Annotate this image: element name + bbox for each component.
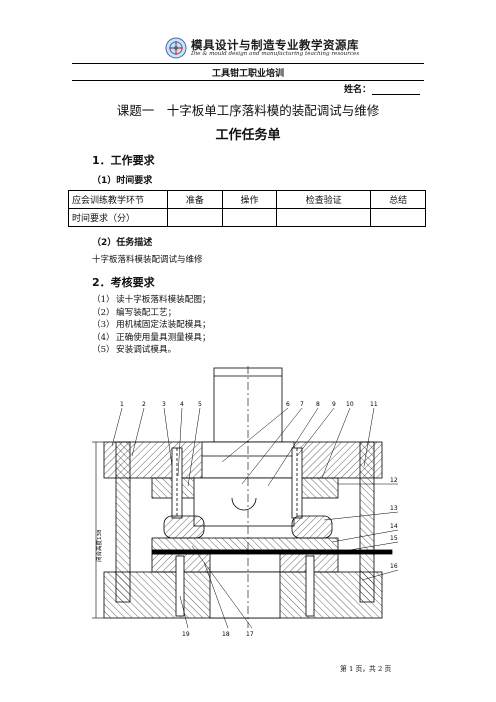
list-item: （4）正确使用量具测量模具； bbox=[92, 332, 211, 343]
callout-label: 11 bbox=[370, 401, 378, 408]
subheading-task-description: （2）任务描述 bbox=[92, 238, 153, 248]
callout-label: 8 bbox=[316, 401, 320, 408]
callout-label: 2 bbox=[142, 401, 146, 408]
callout-label: 15 bbox=[390, 535, 398, 542]
table-cell: 检查验证 bbox=[276, 190, 372, 209]
name-field-underline[interactable] bbox=[372, 94, 420, 95]
list-item: （2）编写装配工艺； bbox=[92, 307, 177, 318]
table-cell: 准备 bbox=[167, 190, 223, 209]
callout-label: 9 bbox=[332, 401, 336, 408]
callout-label: 12 bbox=[390, 477, 398, 484]
callout-label: 17 bbox=[246, 631, 254, 638]
callout-label: 3 bbox=[162, 401, 166, 408]
callout-label: 1 bbox=[120, 401, 124, 408]
callout-label: 19 bbox=[182, 631, 190, 638]
table-cell: 时间要求（分） bbox=[68, 208, 168, 227]
table-cell: 总结 bbox=[370, 190, 426, 209]
time-requirements-table: 应会训练教学环节 准备 操作 检查验证 总结 时间要求（分） bbox=[68, 190, 426, 227]
brand-name-cn: 模具设计与制造专业教学资源库 bbox=[191, 38, 359, 52]
table-cell[interactable] bbox=[370, 208, 426, 227]
callout-label: 7 bbox=[300, 401, 304, 408]
callout-label: 10 bbox=[346, 401, 354, 408]
page-footer: 第 1 页，共 2 页 bbox=[340, 665, 392, 673]
task-description-text: 十字板落料模装配调试与维修 bbox=[92, 255, 203, 265]
table-cell[interactable] bbox=[167, 208, 223, 227]
callout-label: 18 bbox=[222, 631, 230, 638]
subheading-time-requirements: （1）时间要求 bbox=[92, 176, 153, 186]
brand-name-en: Die & mould design and manufacturing tea… bbox=[191, 51, 360, 57]
die-assembly-drawing: 1 2 3 4 5 6 7 8 9 10 11 12 13 14 15 16 1… bbox=[92, 366, 399, 638]
name-label: 姓名： bbox=[344, 85, 372, 95]
callout-label: 5 bbox=[198, 401, 202, 408]
course-line: 工具钳工职业培训 bbox=[211, 69, 284, 79]
callout-label: 16 bbox=[390, 563, 398, 570]
callout-label: 6 bbox=[286, 401, 290, 408]
table-cell: 应会训练教学环节 bbox=[68, 190, 168, 209]
assessment-list: （1）读十字板落料模装配图； （2）编写装配工艺； （3）用机械固定法装配模具；… bbox=[92, 294, 211, 357]
callout-label: 13 bbox=[390, 505, 398, 512]
table-cell[interactable] bbox=[276, 208, 372, 227]
list-item: （3）用机械固定法装配模具； bbox=[92, 320, 211, 331]
table-row: 应会训练教学环节 准备 操作 检查验证 总结 bbox=[68, 190, 426, 209]
header-divider bbox=[72, 63, 424, 64]
closed-height-dimension-label: 闭合高度138 bbox=[95, 529, 103, 562]
topic-title: 课题一 十字板单工序落料模的装配调试与维修 bbox=[116, 103, 380, 118]
section-heading-work-requirements: 1．工作要求 bbox=[92, 154, 155, 167]
table-row: 时间要求（分） bbox=[68, 208, 426, 227]
drawing-body bbox=[92, 366, 399, 629]
table-cell: 操作 bbox=[221, 190, 278, 209]
section-heading-assessment: 2．考核要求 bbox=[92, 276, 155, 289]
list-item: （1）读十字板落料模装配图； bbox=[92, 295, 211, 305]
resource-library-logo-icon bbox=[165, 37, 187, 59]
callout-label: 4 bbox=[180, 401, 184, 408]
table-cell[interactable] bbox=[221, 208, 278, 227]
callout-label: 14 bbox=[390, 523, 398, 530]
list-item: （5）安装调试模具。 bbox=[92, 345, 177, 356]
sheet-title: 工作任务单 bbox=[215, 128, 281, 143]
header-divider-2 bbox=[72, 80, 424, 81]
